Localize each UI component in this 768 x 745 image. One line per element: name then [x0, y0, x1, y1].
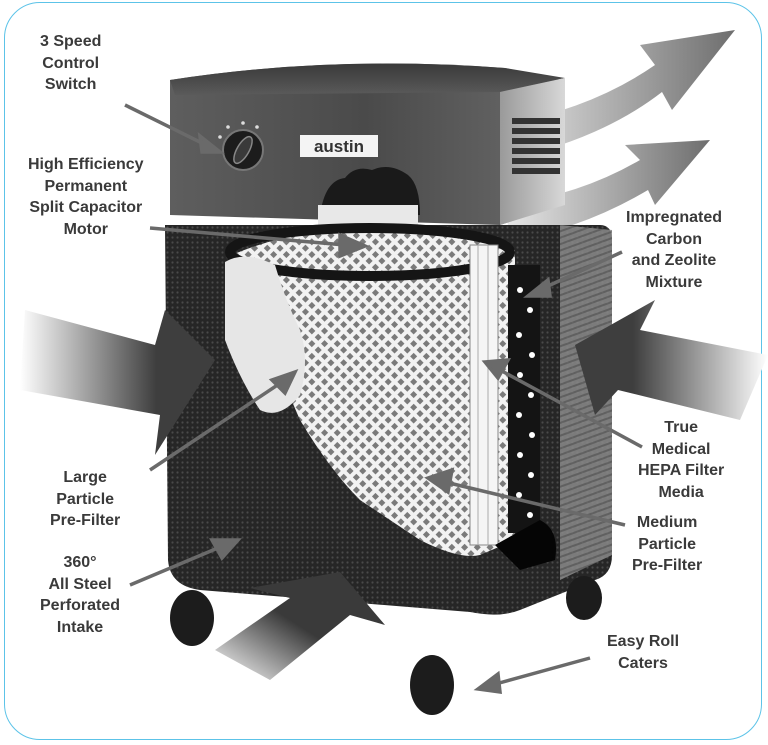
label-casters: Easy Roll Caters: [607, 633, 680, 672]
label-steel-intake: 360° All Steel Perforated Intake: [40, 554, 121, 636]
label-large-prefilter: Large Particle Pre-Filter: [50, 469, 121, 529]
vent-slats: [512, 118, 560, 174]
brand-plate: [300, 135, 378, 157]
caster-wheels: [170, 576, 602, 715]
label-carbon-zeolite: Impregnated Carbon and Zeolite Mixture: [626, 209, 723, 291]
intake-arrow-left: [20, 310, 215, 455]
intake-arrow-bottom: [215, 572, 385, 680]
brand-text: austin: [314, 137, 364, 156]
carbon-zeolite-column: [508, 265, 540, 533]
label-hepa-filter: True Medical HEPA Filter Media: [638, 419, 725, 501]
carbon-sparkles: [516, 287, 535, 518]
outflow-arrow-bottom: [505, 140, 710, 240]
label-speed-switch: 3 Speed Control Switch: [40, 33, 102, 93]
intake-arrow-right: [575, 300, 768, 420]
label-motor: High Efficiency Permanent Split Capacito…: [28, 156, 144, 238]
label-medium-prefilter: Medium Particle Pre-Filter: [632, 514, 703, 574]
rounded-border-frame: [4, 2, 762, 740]
callout-pointers: [124, 103, 643, 695]
